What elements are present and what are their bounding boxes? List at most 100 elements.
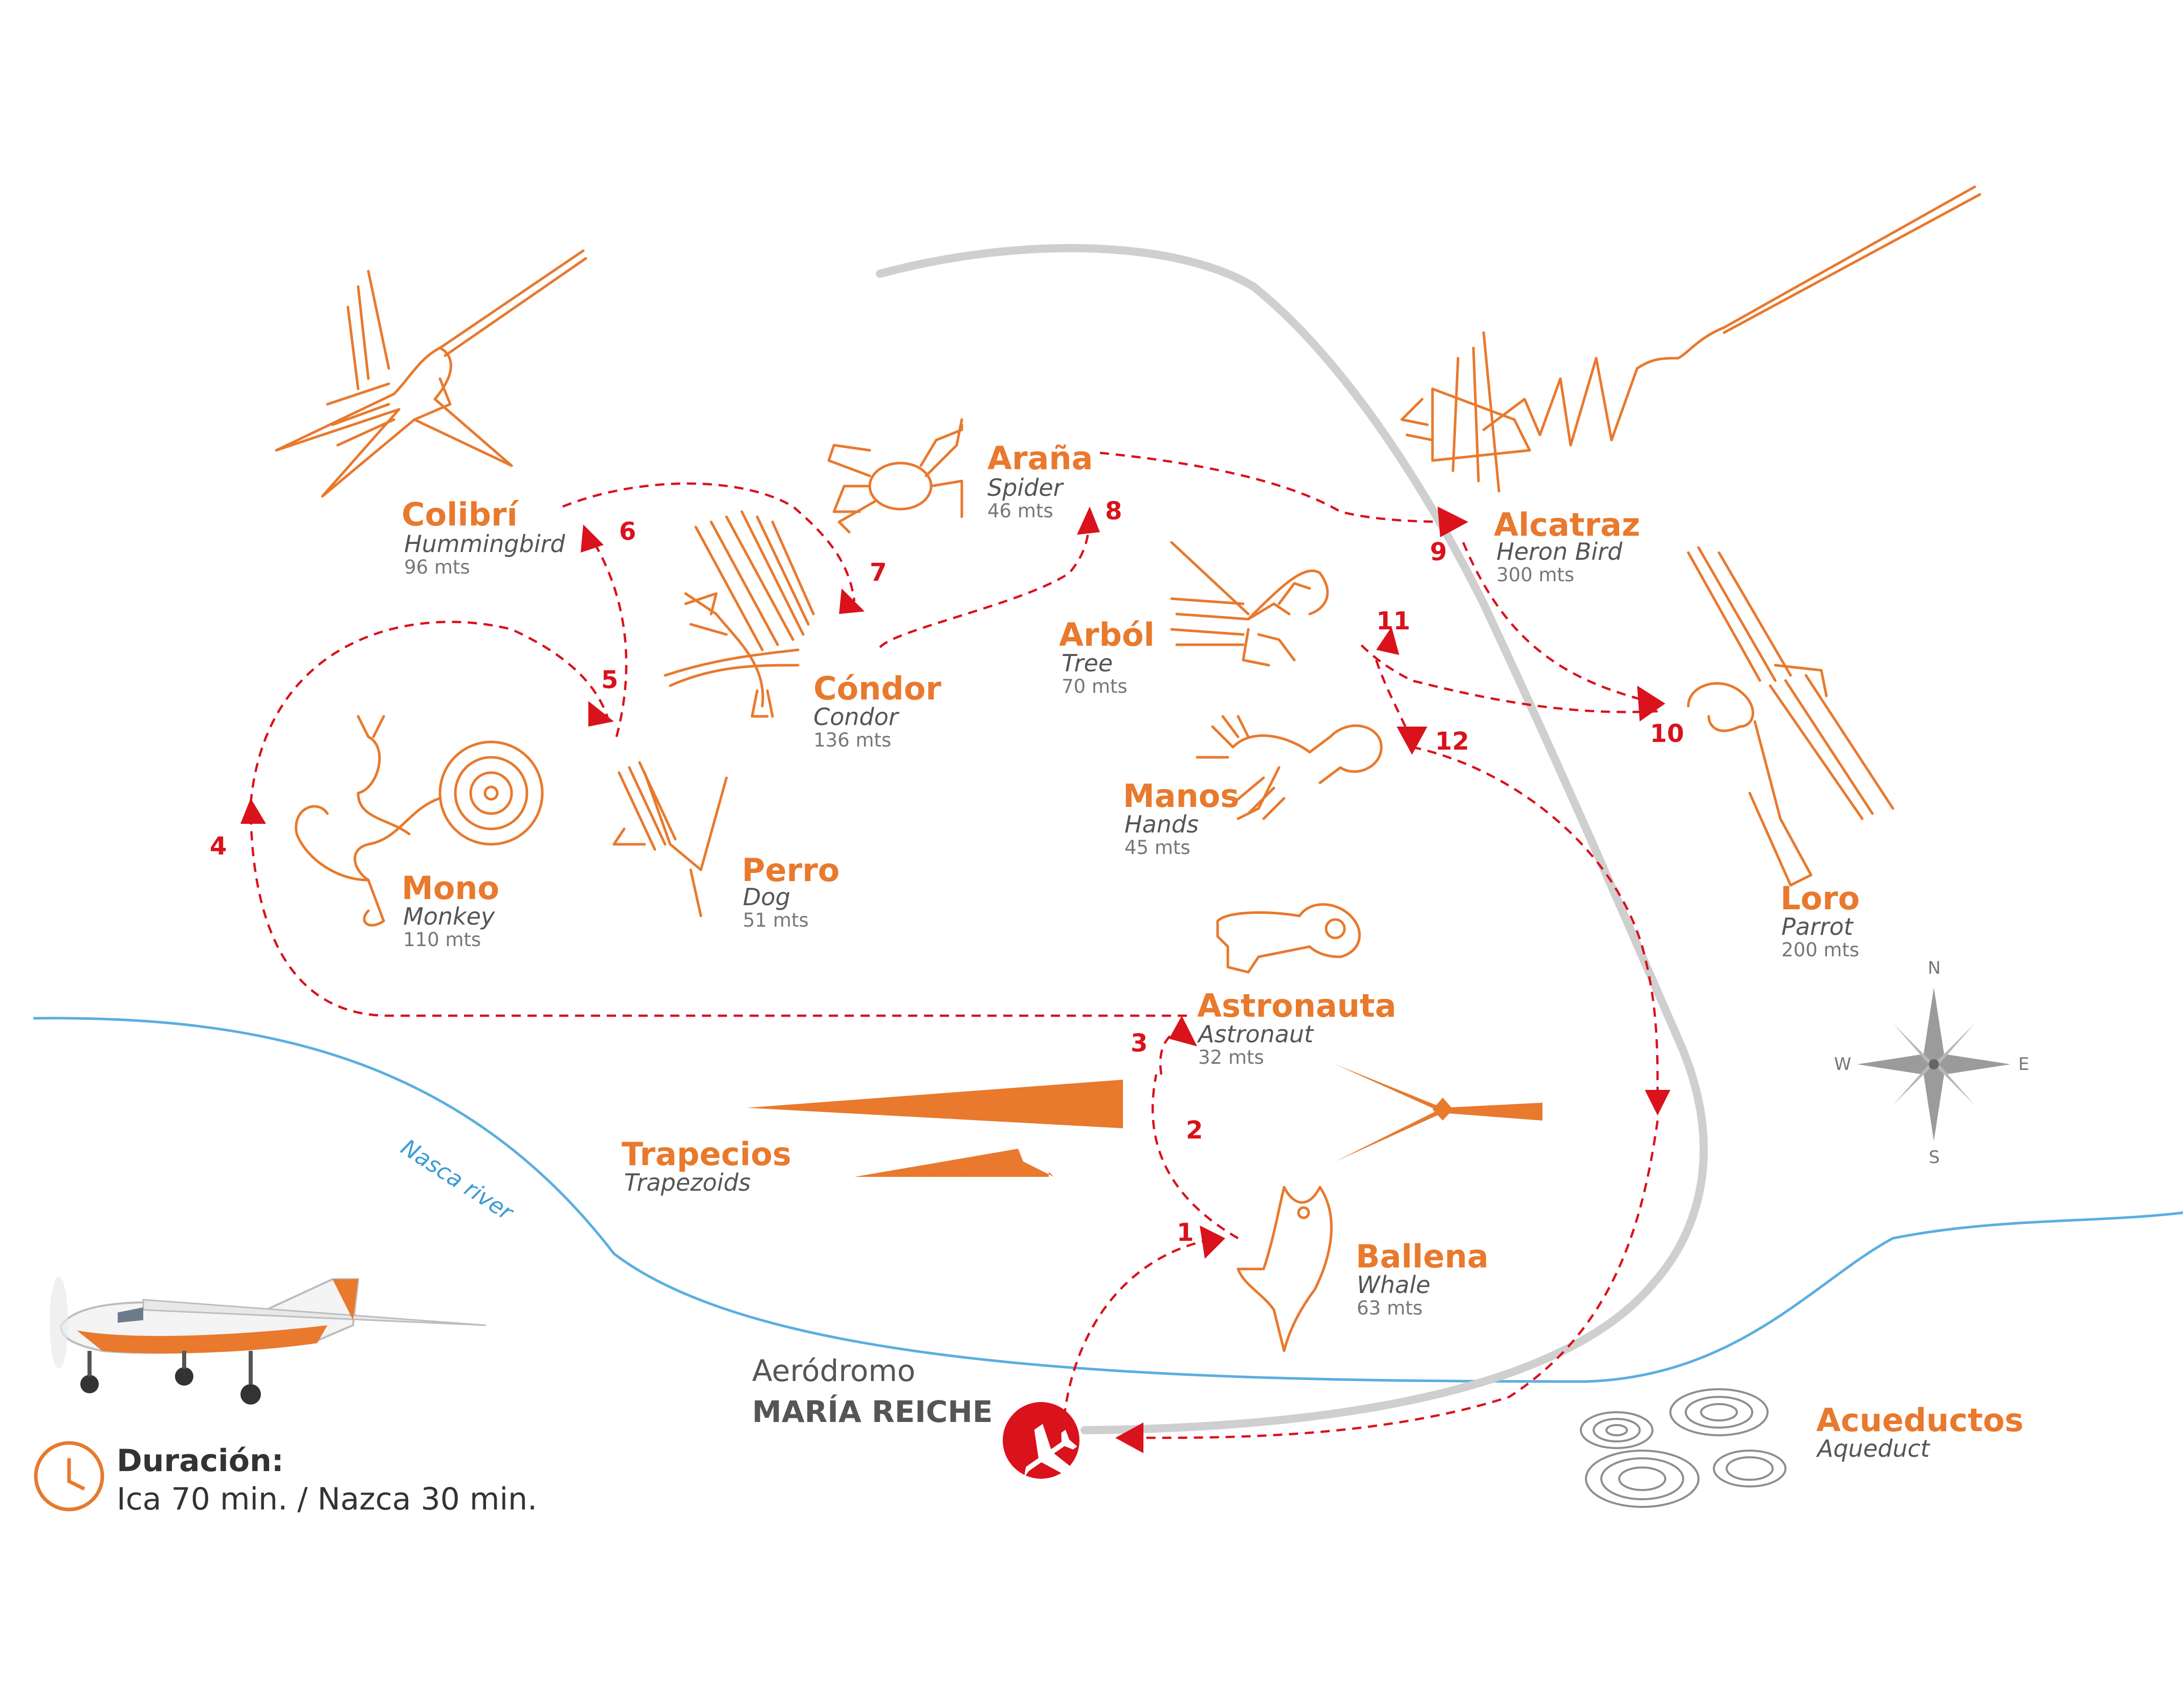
figure-english: Whale	[1357, 1271, 1430, 1299]
figure-size: 51 mts	[743, 909, 809, 931]
figure-english: Monkey	[403, 903, 495, 930]
route-stop-11: 11	[1376, 607, 1410, 636]
arrowhead-13	[1645, 1090, 1670, 1115]
route-stop-3: 3	[1131, 1029, 1148, 1058]
arrowhead-12	[1397, 727, 1427, 755]
route-leg-13	[1412, 746, 1659, 1096]
arrowhead-5	[588, 701, 614, 727]
figure-size: 45 mts	[1124, 837, 1190, 859]
route-leg-4	[249, 803, 1187, 1017]
route-leg-8	[879, 511, 1091, 648]
tree-figure	[1170, 541, 1329, 667]
hummingbird-figure	[275, 249, 587, 498]
route-leg-6	[585, 529, 628, 737]
figure-name: Ballena	[1356, 1238, 1489, 1275]
arrowhead-7	[839, 588, 865, 614]
route-stop-10: 10	[1650, 719, 1684, 748]
figure-english: Dog	[743, 883, 790, 911]
duration-value: Ica 70 min. / Nazca 30 min.	[117, 1481, 538, 1517]
route-stop-12: 12	[1435, 727, 1469, 756]
figure-size: 136 mts	[813, 729, 892, 751]
figure-english: Heron Bird	[1496, 538, 1623, 565]
figure-english: Hands	[1124, 811, 1199, 838]
figure-name: Trapecios	[622, 1135, 791, 1173]
figure-english: Trapezoids	[624, 1169, 751, 1196]
figure-name: Arból	[1059, 616, 1155, 653]
route-leg-11	[1357, 641, 1658, 713]
figure-english: Astronaut	[1198, 1020, 1314, 1048]
route-leg-10	[1462, 542, 1658, 705]
arrowhead-14	[1115, 1422, 1143, 1453]
figure-name: Colibrí	[402, 496, 518, 533]
compass-east: E	[2018, 1054, 2030, 1075]
whale-figure	[1237, 1186, 1333, 1352]
route-stop-6: 6	[619, 517, 636, 546]
clock-icon	[34, 1441, 104, 1512]
route-leg-2	[1151, 1074, 1239, 1239]
figure-size: 32 mts	[1198, 1046, 1264, 1068]
figure-size: 110 mts	[403, 929, 481, 951]
figure-english: Aqueduct	[1817, 1435, 1930, 1462]
route-stop-4: 4	[210, 832, 227, 861]
route-leg-5	[249, 621, 610, 804]
cessna-plane-illustration	[50, 1277, 487, 1405]
figure-english: Hummingbird	[404, 530, 565, 558]
arrowhead-8	[1077, 507, 1100, 535]
condor-figure	[664, 510, 815, 718]
route-leg-14	[1145, 1120, 1659, 1439]
route-stop-1: 1	[1177, 1218, 1194, 1247]
figure-size: 300 mts	[1496, 564, 1575, 586]
airport-line-1: Aeródromo	[752, 1353, 916, 1388]
figure-name: Mono	[402, 869, 500, 907]
figure-name: Manos	[1123, 777, 1240, 815]
figure-name: Araña	[987, 440, 1093, 477]
figure-size: 46 mts	[987, 500, 1053, 522]
compass-south: S	[1929, 1147, 1940, 1168]
arrowhead-1	[1200, 1225, 1225, 1259]
arrowhead-11	[1376, 627, 1399, 655]
figure-size: 200 mts	[1781, 939, 1860, 961]
airplane-icon	[1003, 1402, 1079, 1479]
compass-north: N	[1928, 958, 1941, 978]
route-stop-8: 8	[1105, 497, 1122, 525]
nasca-river	[33, 1017, 2183, 1383]
arrowhead-4	[240, 798, 266, 824]
arrowhead-9	[1438, 507, 1468, 537]
compass-rose	[1857, 988, 2011, 1141]
monkey-figure	[295, 715, 544, 927]
route-stop-2: 2	[1186, 1116, 1203, 1145]
figure-size: 96 mts	[404, 556, 470, 578]
compass-west: W	[1834, 1054, 1851, 1075]
spider-figure	[827, 418, 963, 534]
figure-english: Condor	[813, 703, 898, 731]
figure-size: 70 mts	[1062, 675, 1128, 697]
flight-route	[249, 451, 1659, 1439]
route-stop-7: 7	[870, 558, 887, 587]
figure-name: Cóndor	[813, 670, 941, 707]
road	[876, 244, 1708, 1434]
figure-name: Perro	[742, 851, 840, 889]
figure-english: Spider	[987, 474, 1063, 501]
parrot-figure	[1687, 546, 1894, 887]
arrowhead-3	[1169, 1016, 1197, 1046]
route-stop-5: 5	[601, 666, 619, 694]
route-leg-9	[1099, 451, 1464, 523]
duration-label: Duración:	[117, 1443, 284, 1479]
route-stop-9: 9	[1430, 538, 1447, 566]
route-leg-1	[1063, 1237, 1218, 1418]
figure-english: Tree	[1062, 649, 1113, 677]
figure-size: 63 mts	[1357, 1297, 1423, 1319]
route-arrowheads	[240, 507, 1670, 1453]
arrowhead-10	[1637, 686, 1665, 721]
figure-name: Loro	[1780, 880, 1860, 917]
astronaut-figure	[1216, 903, 1361, 974]
route-leg-7	[562, 482, 856, 602]
figure-name: Acueductos	[1816, 1402, 2024, 1439]
geoglyph-art	[275, 185, 1981, 1508]
aqueducts-figure	[1580, 1388, 1787, 1508]
figure-name: Alcatraz	[1494, 506, 1640, 543]
arrowhead-6	[581, 524, 604, 553]
trapezoids-figure	[747, 1064, 1542, 1177]
airport-line-2: MARÍA REICHE	[752, 1394, 993, 1429]
